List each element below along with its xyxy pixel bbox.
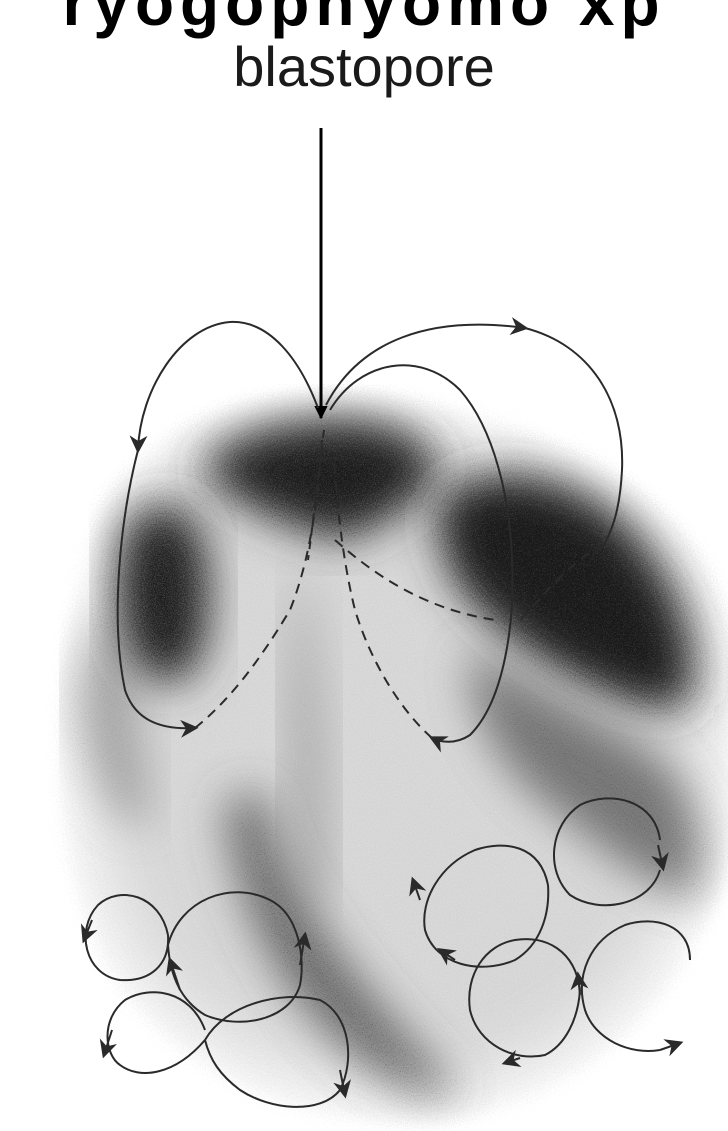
embryo-shading [80,418,719,1101]
